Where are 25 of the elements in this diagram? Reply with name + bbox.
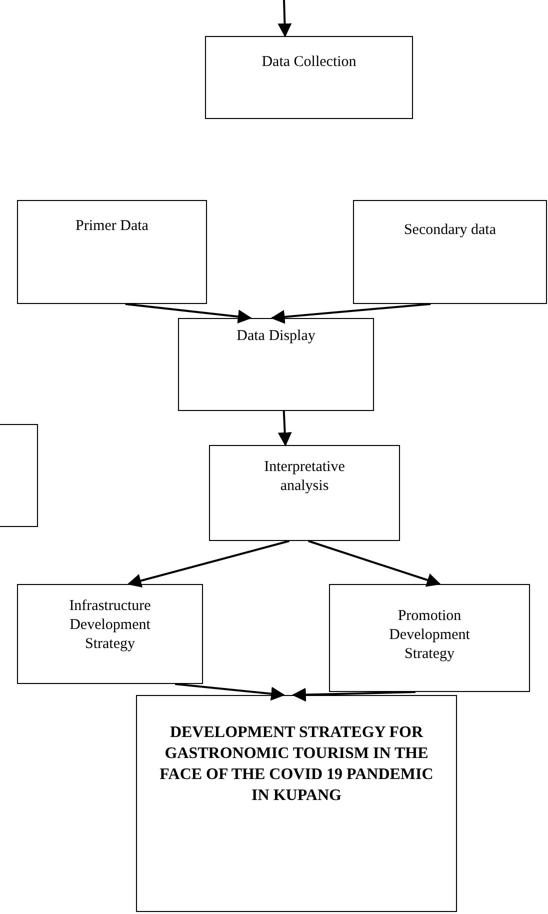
arrow (125, 303, 252, 324)
arrow (127, 540, 290, 588)
process-box (329, 584, 530, 692)
box-label: Primer Data (76, 217, 148, 236)
arrow (270, 303, 431, 324)
arrow (308, 540, 441, 587)
box-label: Data Collection (262, 53, 356, 72)
process-box (353, 200, 547, 304)
process-box (178, 318, 374, 411)
box-label: Secondary data (404, 221, 496, 240)
title-text: DEVELOPMENT STRATEGY FOR GASTRONOMIC TOURISM IN THE FACE OF THE COVID 19 PANDEMIC IN KUPANG (158, 723, 434, 806)
empty-box (0, 424, 38, 527)
box-label: Data Display (236, 327, 316, 346)
process-box (17, 200, 207, 304)
box-label: Promotion Development Strategy (388, 607, 471, 664)
arrow (292, 688, 416, 702)
process-box (205, 36, 413, 119)
result-box (136, 695, 457, 912)
arrow (175, 683, 286, 701)
arrow (278, 410, 292, 446)
process-box (209, 445, 400, 541)
box-label: Interpretative analysis (263, 458, 346, 496)
arrow (278, 0, 292, 38)
box-label: Infrastructure Development Strategy (68, 597, 152, 654)
process-box (17, 584, 203, 684)
